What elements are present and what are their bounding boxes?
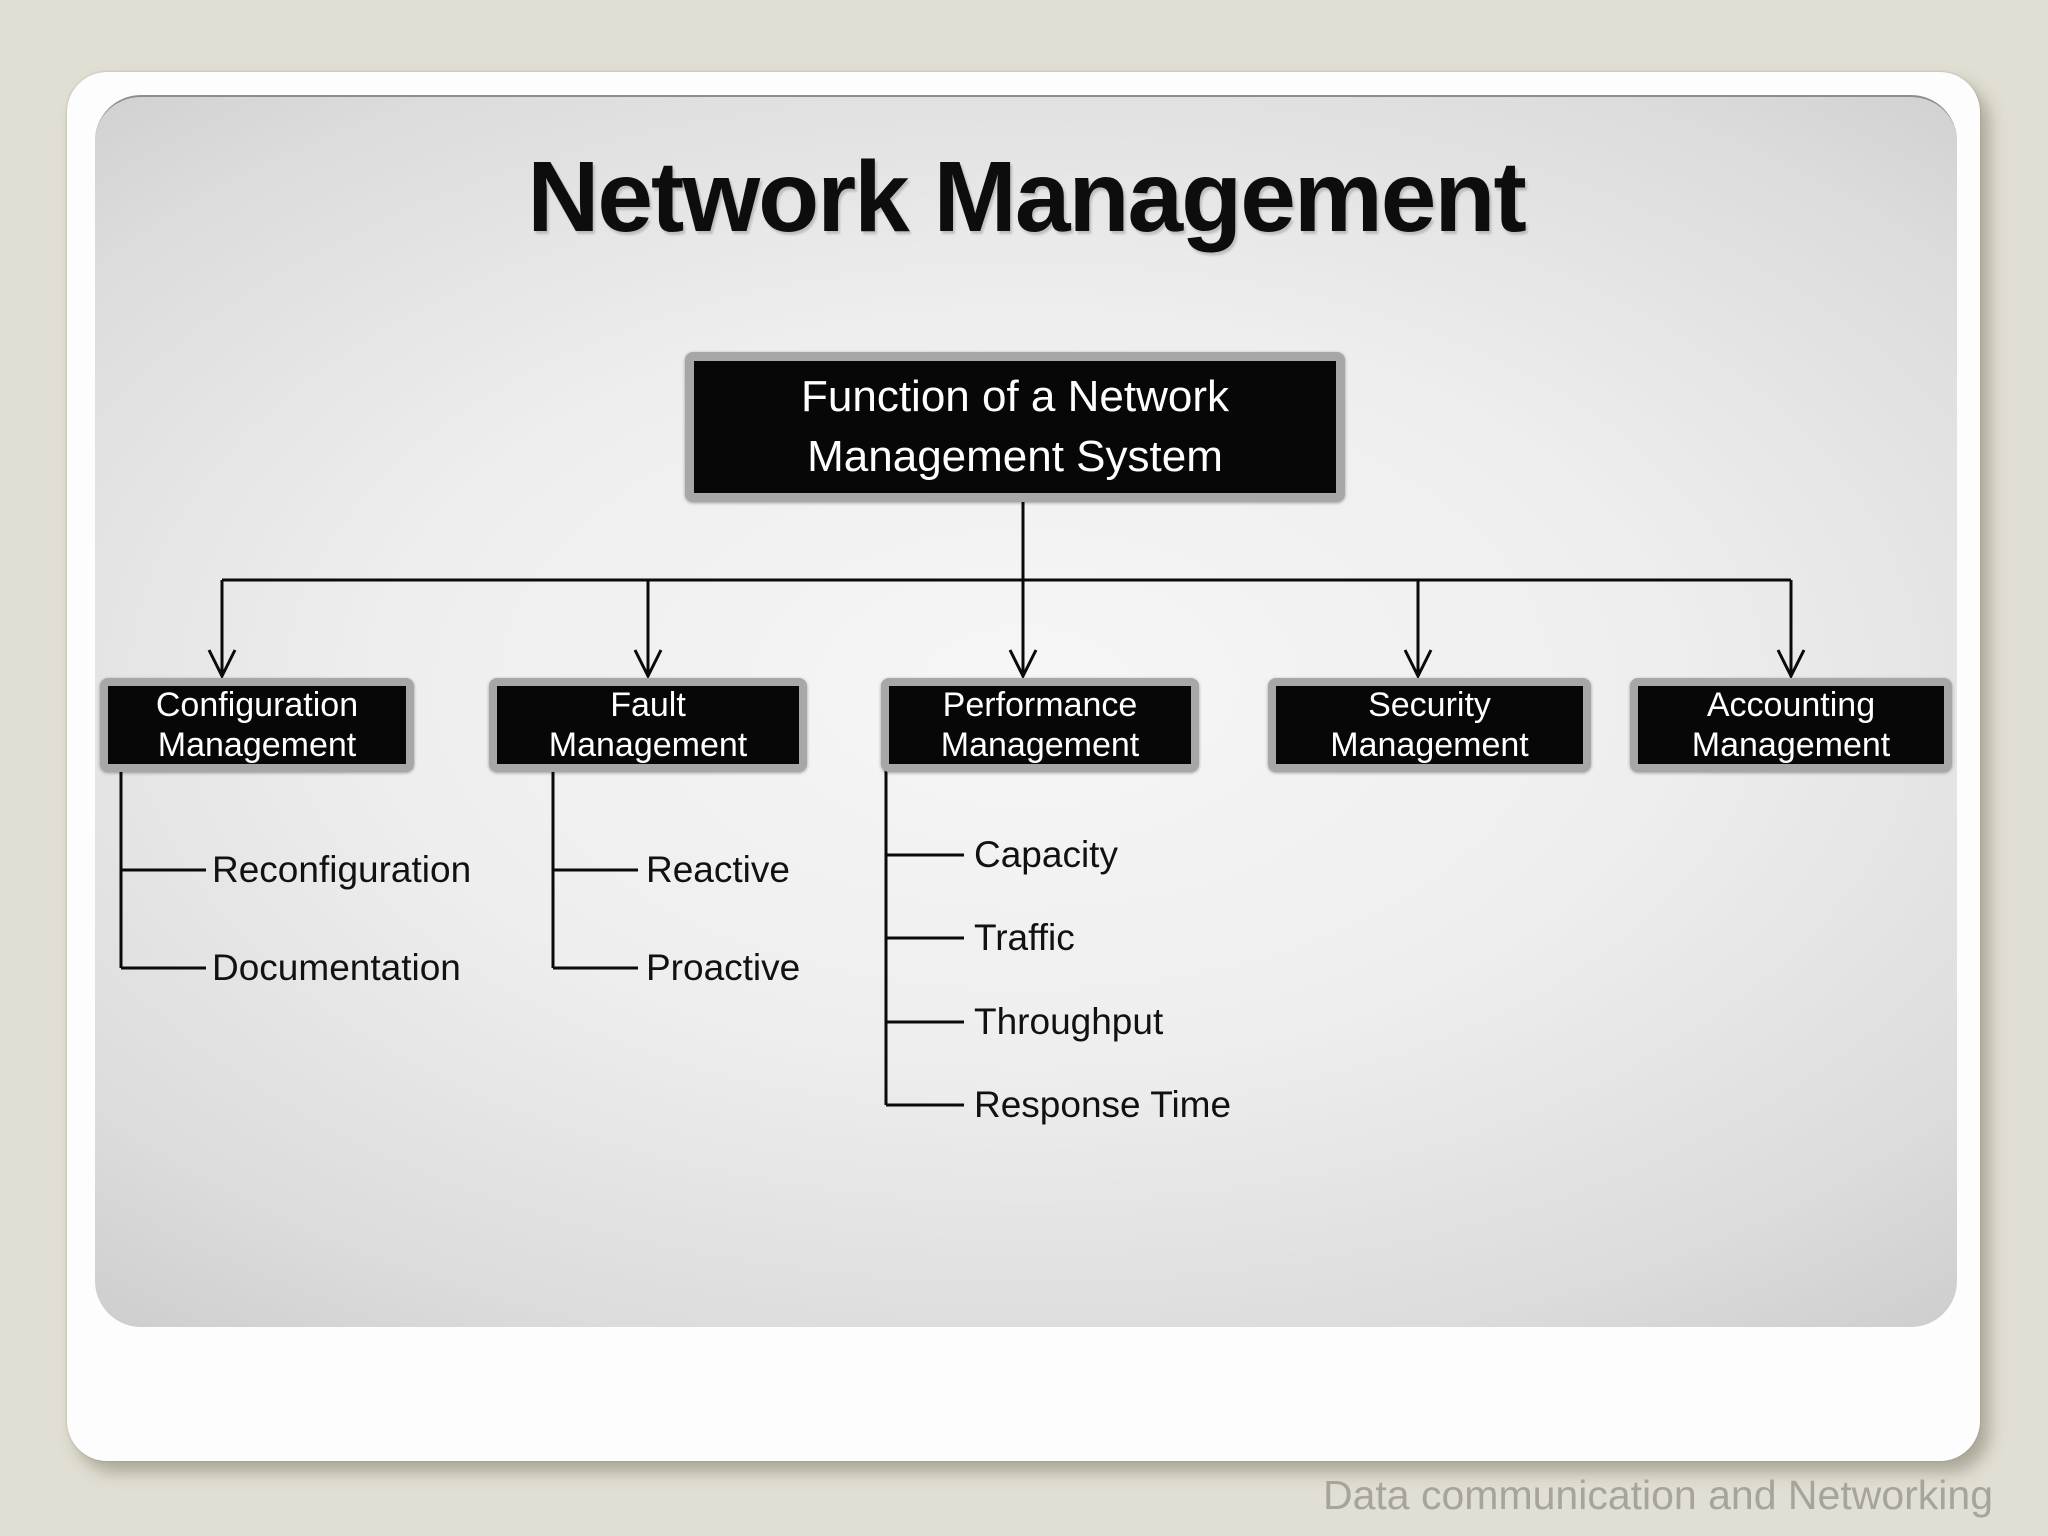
- label-documentation: Documentation: [212, 947, 461, 988]
- label-traffic: Traffic: [974, 917, 1075, 958]
- box-function-of-network-management-system: Function of a Network Management System: [685, 352, 1345, 502]
- label-response-time: Response Time: [974, 1084, 1232, 1125]
- label-capacity: Capacity: [974, 834, 1118, 875]
- box-fault-management: Fault Management: [489, 678, 807, 772]
- label-proactive: Proactive: [646, 947, 801, 988]
- box-configuration-management: Configuration Management: [100, 678, 414, 772]
- label-throughput: Throughput: [974, 1001, 1164, 1042]
- footer-caption: Data communication and Networking: [1323, 1472, 1993, 1518]
- box-security-management: Security Management: [1268, 678, 1591, 772]
- label-reconfiguration: Reconfiguration: [212, 849, 472, 890]
- slide-title: Network Management: [527, 141, 1527, 253]
- box-performance-management: Performance Management: [881, 678, 1199, 772]
- label-reactive: Reactive: [646, 849, 790, 890]
- box-accounting-management: Accounting Management: [1630, 678, 1952, 772]
